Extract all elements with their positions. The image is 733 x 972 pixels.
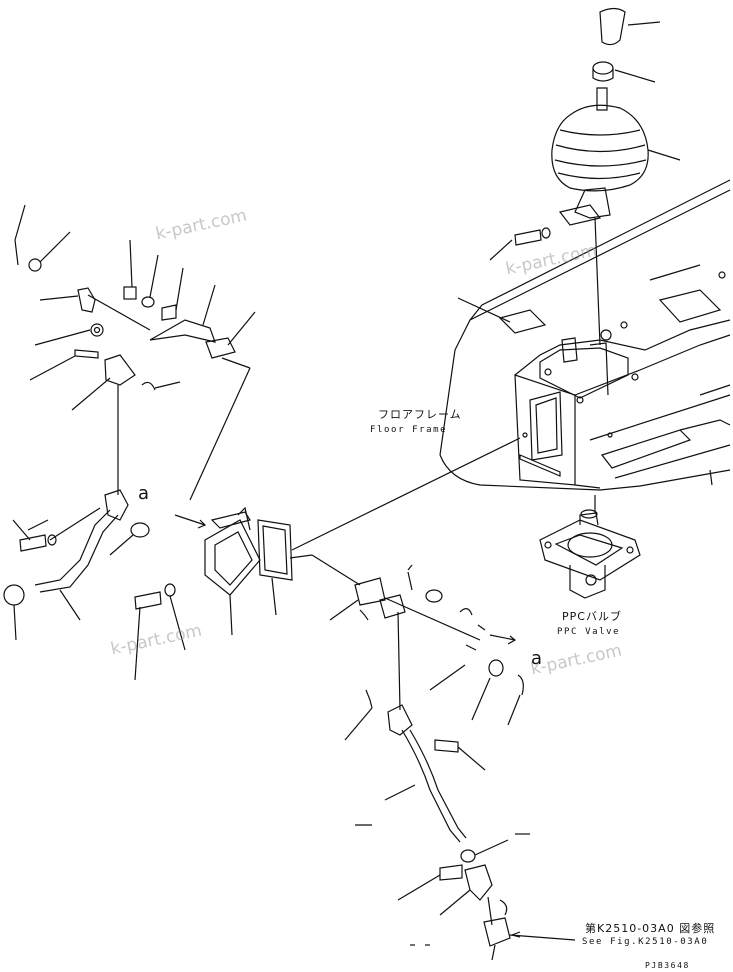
floor-frame-label-jp: フロアフレーム — [378, 408, 462, 421]
arrow-label-right: a — [531, 648, 543, 669]
floor-frame-label-en: Floor Frame — [370, 425, 448, 435]
floor-frame — [439, 179, 731, 491]
ppc-valve-icon — [539, 519, 641, 581]
reference-label-jp: 第K2510-03A0 図参照 — [585, 922, 716, 935]
center-assembly — [174, 437, 521, 636]
reference-label-en: See Fig.K2510-03A0 — [582, 937, 709, 947]
knob-icon — [599, 7, 626, 46]
ppc-valve-label-en: PPC Valve — [557, 627, 621, 637]
joystick-assembly — [457, 7, 681, 346]
bolt-icon — [134, 591, 162, 610]
arrow-label-left: a — [138, 483, 150, 504]
nut-icon — [592, 61, 614, 75]
drawing-code: PJB3648 — [645, 961, 690, 970]
pedal-lever-icon — [104, 489, 129, 521]
left-linkage — [3, 204, 256, 681]
bolt-icon — [514, 229, 542, 246]
ppc-valve — [539, 495, 641, 599]
joystick-boot-icon — [551, 104, 649, 192]
ppc-valve-label-jp: PPCバルブ — [562, 610, 622, 623]
rod-linkage — [329, 564, 576, 961]
